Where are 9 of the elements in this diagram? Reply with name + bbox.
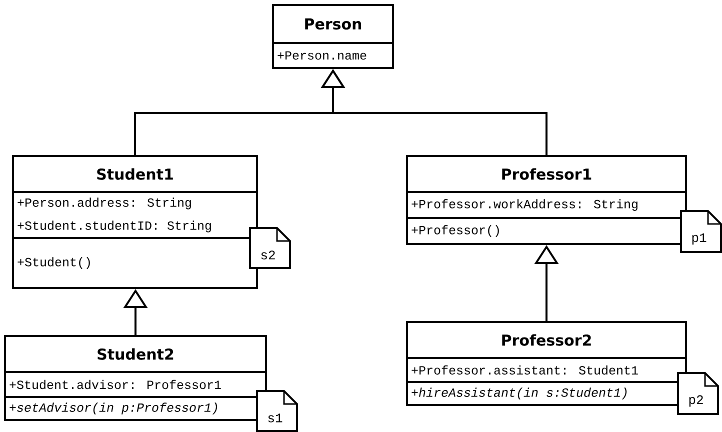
note-box: p1	[680, 210, 722, 253]
note-box: p2	[677, 372, 719, 415]
note-box: s2	[249, 227, 291, 269]
note-box: s1	[256, 390, 298, 432]
class-box: Professor1 +Professor.workAddress: String +Professor()	[406, 155, 687, 245]
class-box: Professor2 +Professor.assistant: Student1 +hireAssistant(in s:Student1)	[406, 321, 687, 406]
class-box: Student2 +Student.advisor: Professor1 +setAdvisor(in p:Professor1)	[4, 335, 267, 421]
class-box: Person +Person.name	[272, 4, 394, 69]
class-box: Student1 +Person.address: String +Student.studentID: String +Student()	[12, 155, 258, 289]
